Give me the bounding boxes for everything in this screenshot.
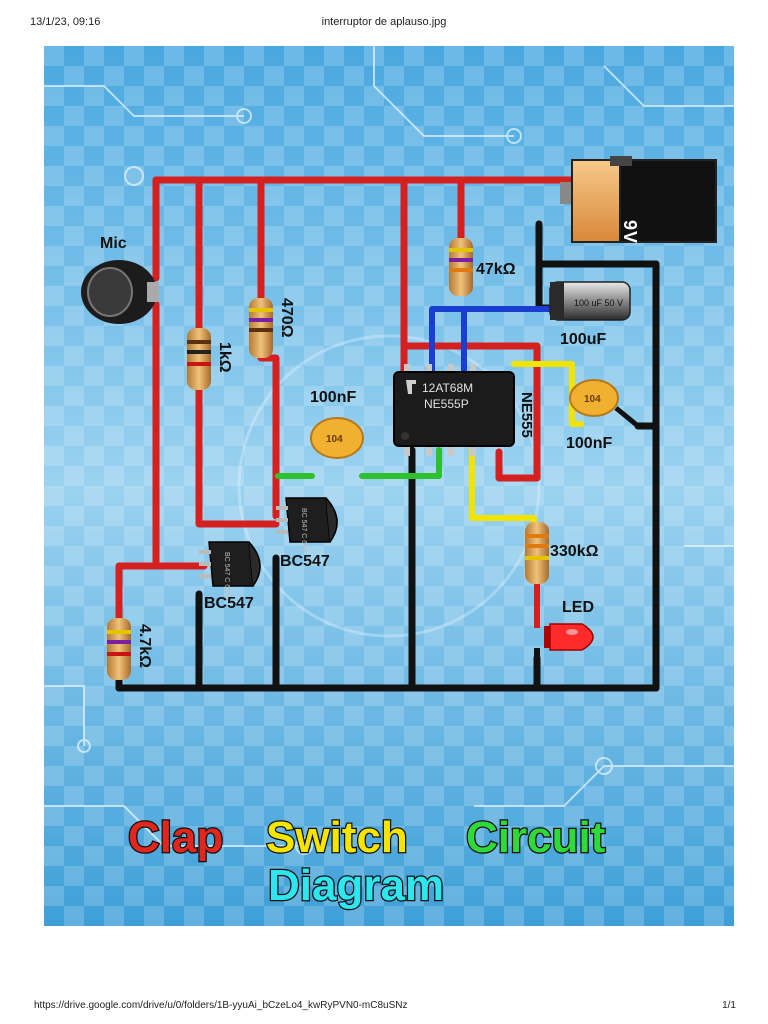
led-icon — [534, 592, 594, 658]
resistor-470 — [249, 298, 273, 358]
title-word-clap: Clap — [128, 813, 223, 862]
transistor-lower: BC 547 C 608 — [199, 541, 261, 596]
elcap-marking: 100 uF 50 V — [574, 298, 623, 308]
q-lower-label: BC547 — [204, 595, 254, 612]
mic-label: Mic — [100, 235, 127, 252]
cap-right-lead — [614, 406, 640, 428]
r-470-label: 470Ω — [278, 298, 295, 338]
ceramic-capacitor-right: 104 — [569, 379, 619, 417]
cap-100nf-left-label: 100nF — [310, 389, 356, 406]
coupling-wires — [275, 447, 442, 479]
diagram-title: Clap Switch Circuit Diagram — [127, 812, 607, 912]
decorative-traces — [44, 46, 734, 855]
print-url: https://drive.google.com/drive/u/0/folde… — [34, 1000, 408, 1011]
resistor-330k — [525, 522, 549, 584]
battery-icon — [560, 156, 717, 243]
print-page-number: 1/1 — [722, 1000, 736, 1011]
transistor-upper: BC 547 C 608 — [276, 497, 338, 552]
ic-marking-line2: NE555P — [424, 397, 469, 411]
svg-text:BC 547 C 608: BC 547 C 608 — [223, 552, 230, 596]
title-word-diagram: Diagram — [268, 861, 444, 910]
title-word-switch: Switch — [266, 813, 408, 862]
ic-label: NE555 — [518, 392, 535, 438]
battery-label: 9V — [620, 220, 640, 244]
circuit-svg: Mic 1kΩ 470Ω 47kΩ 330kΩ 4.7kΩ — [44, 46, 734, 926]
print-title: interruptor de aplauso.jpg — [321, 16, 447, 28]
svg-text:104: 104 — [326, 434, 343, 445]
r-4k7-label: 4.7kΩ — [136, 624, 153, 668]
r-1k-label: 1kΩ — [216, 342, 233, 373]
ceramic-capacitor-left: 104 — [310, 417, 364, 459]
svg-text:BC 547 C 608: BC 547 C 608 — [300, 508, 307, 552]
resistor-47k — [449, 238, 473, 296]
svg-text:104: 104 — [584, 394, 601, 405]
resistor-4k7 — [107, 618, 131, 680]
ic-ne555 — [393, 364, 515, 456]
positive-wires — [115, 176, 578, 622]
cap-100uf-label: 100uF — [560, 331, 606, 348]
q-upper-label: BC547 — [280, 553, 330, 570]
led-label: LED — [562, 599, 594, 616]
r-330k-label: 330kΩ — [550, 543, 599, 560]
electrolytic-capacitor — [549, 281, 631, 321]
resistor-1k — [187, 328, 211, 390]
trigger-wires — [429, 306, 553, 379]
clap-switch-diagram-image: Mic 1kΩ 470Ω 47kΩ 330kΩ 4.7kΩ — [44, 46, 734, 926]
print-datetime: 13/1/23, 09:16 — [30, 16, 101, 28]
cap-100nf-right-label: 100nF — [566, 435, 612, 452]
microphone-icon — [81, 260, 159, 324]
ic-marking-line1: 12AT68M — [422, 381, 473, 395]
title-word-circuit: Circuit — [466, 813, 606, 862]
r-47k-label: 47kΩ — [476, 261, 516, 278]
